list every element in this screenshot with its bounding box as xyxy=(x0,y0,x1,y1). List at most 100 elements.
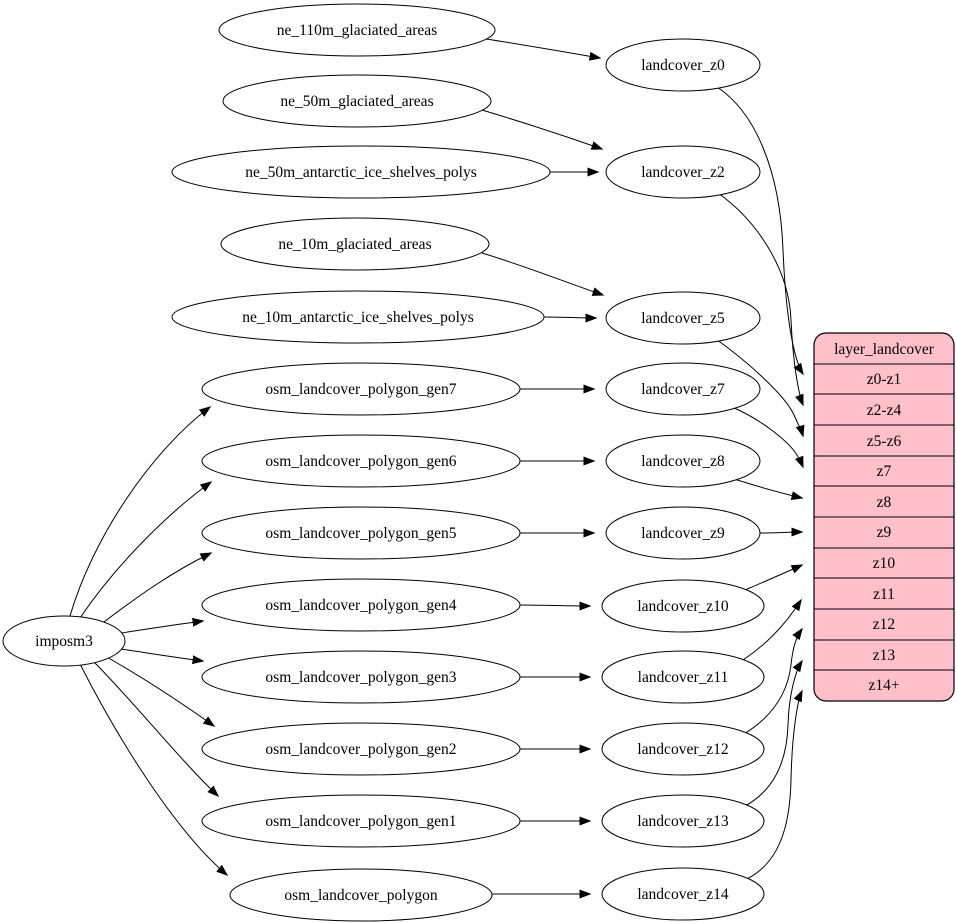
node-ellipse xyxy=(605,145,761,199)
node-ne-50m-antarctic-ice-shelves-polys: ne_50m_antarctic_ice_shelves_polys xyxy=(171,145,551,199)
node-label: landcover_z8 xyxy=(641,453,725,470)
node-ellipse xyxy=(171,145,551,199)
record-row-label-z11: z11 xyxy=(873,586,895,603)
node-label: ne_10m_antarctic_ice_shelves_polys xyxy=(242,309,474,326)
edge-landcover-z7-to-row-z7 xyxy=(731,406,804,469)
edge-imposm3-to-osm-landcover-polygon-gen2 xyxy=(104,655,216,727)
node-label: ne_50m_antarctic_ice_shelves_polys xyxy=(245,164,477,181)
node-ellipse xyxy=(605,506,761,560)
record-title: layer_landcover xyxy=(834,341,935,358)
edge-landcover-z12-to-row-z12 xyxy=(743,627,803,735)
node-ne-10m-glaciated-areas: ne_10m_glaciated_areas xyxy=(220,217,490,271)
node-label: landcover_z11 xyxy=(638,669,729,686)
record-row-label-z10: z10 xyxy=(873,555,896,572)
node-osm-landcover-polygon-gen5: osm_landcover_polygon_gen5 xyxy=(201,506,521,560)
record-row-label-z13: z13 xyxy=(873,647,896,664)
node-osm-landcover-polygon-gen1: osm_landcover_polygon_gen1 xyxy=(201,794,521,848)
node-osm-landcover-polygon-gen2: osm_landcover_polygon_gen2 xyxy=(201,722,521,776)
record-row-label-z5-z6: z5-z6 xyxy=(867,433,902,450)
node-ne-10m-antarctic-ice-shelves-polys: ne_10m_antarctic_ice_shelves_polys xyxy=(171,290,545,344)
node-label: ne_50m_glaciated_areas xyxy=(280,93,433,110)
node-landcover-z14: landcover_z14 xyxy=(601,867,765,921)
node-landcover-z9: landcover_z9 xyxy=(605,506,761,560)
edge-imposm3-to-osm-landcover-polygon-gen3 xyxy=(120,648,205,665)
edge-ne-110m-glaciated-areas-to-landcover-z0 xyxy=(485,38,602,61)
edge-imposm3-to-osm-landcover-polygon-gen5 xyxy=(99,552,213,626)
edge-landcover-z9-to-row-z9 xyxy=(759,527,804,537)
node-landcover-z7: landcover_z7 xyxy=(605,362,761,416)
record-row-label-z0-z1: z0-z1 xyxy=(867,371,901,388)
node-label: ne_110m_glaciated_areas xyxy=(277,22,437,39)
node-osm-landcover-polygon: osm_landcover_polygon xyxy=(229,868,493,922)
node-label: osm_landcover_polygon_gen7 xyxy=(265,381,456,398)
node-osm-landcover-polygon-gen4: osm_landcover_polygon_gen4 xyxy=(201,578,521,632)
node-label: imposm3 xyxy=(35,633,93,650)
node-landcover-z2: landcover_z2 xyxy=(605,145,761,199)
node-landcover-z11: landcover_z11 xyxy=(601,650,765,704)
node-osm-landcover-polygon-gen6: osm_landcover_polygon_gen6 xyxy=(201,434,521,488)
edge-imposm3-to-osm-landcover-polygon-gen7 xyxy=(69,406,212,617)
edge-layer xyxy=(69,38,805,899)
node-label: osm_landcover_polygon_gen6 xyxy=(265,453,456,470)
node-osm-landcover-polygon-gen7: osm_landcover_polygon_gen7 xyxy=(201,362,521,416)
node-ellipse xyxy=(201,362,521,416)
node-landcover-z10: landcover_z10 xyxy=(601,579,765,633)
node-ellipse xyxy=(171,290,545,344)
edge-landcover-z8-to-row-z8 xyxy=(730,477,804,500)
node-label: landcover_z0 xyxy=(641,57,725,74)
node-ellipse xyxy=(201,650,521,704)
node-landcover-z0: landcover_z0 xyxy=(605,38,761,92)
node-ellipse xyxy=(229,868,493,922)
node-ellipse xyxy=(201,506,521,560)
node-label: osm_landcover_polygon_gen4 xyxy=(265,597,456,614)
edge-imposm3-to-osm-landcover-polygon-gen1 xyxy=(92,660,220,798)
node-landcover-z12: landcover_z12 xyxy=(601,722,765,776)
edge-ne-10m-glaciated-areas-to-landcover-z5 xyxy=(481,252,605,296)
node-osm-landcover-polygon-gen3: osm_landcover_polygon_gen3 xyxy=(201,650,521,704)
node-label: landcover_z5 xyxy=(641,310,725,327)
node-ellipse xyxy=(201,722,521,776)
node-label: osm_landcover_polygon_gen5 xyxy=(265,525,456,542)
edge-landcover-z0-to-row-z0-z1 xyxy=(716,86,804,376)
node-label: landcover_z13 xyxy=(637,813,728,830)
node-ellipse xyxy=(201,434,521,488)
node-ellipse xyxy=(201,578,521,632)
node-label: osm_landcover_polygon_gen3 xyxy=(265,669,456,686)
edge-landcover-z10-to-row-z10 xyxy=(744,564,804,591)
record-row-label-z7: z7 xyxy=(877,463,892,480)
node-ellipse xyxy=(220,217,490,271)
node-label: osm_landcover_polygon_gen1 xyxy=(265,813,456,830)
record-row-label-z14-plus: z14+ xyxy=(868,677,899,694)
node-label: landcover_z7 xyxy=(641,381,725,398)
edge-imposm3-to-osm-landcover-polygon-gen6 xyxy=(79,481,213,619)
edge-landcover-z13-to-row-z13 xyxy=(744,659,803,807)
node-ellipse xyxy=(605,362,761,416)
node-label: landcover_z9 xyxy=(641,525,725,542)
record-row-label-z8: z8 xyxy=(877,494,892,511)
edge-landcover-z11-to-row-z11 xyxy=(742,598,802,661)
node-ellipse xyxy=(601,867,765,921)
node-ne-110m-glaciated-areas: ne_110m_glaciated_areas xyxy=(218,3,496,57)
node-ellipse xyxy=(605,291,761,345)
node-ne-50m-glaciated-areas: ne_50m_glaciated_areas xyxy=(222,74,492,128)
node-ellipse xyxy=(201,794,521,848)
record-row-label-z12: z12 xyxy=(873,616,895,633)
node-ellipse xyxy=(601,722,765,776)
node-ellipse xyxy=(605,434,761,488)
node-ellipse xyxy=(601,650,765,704)
node-label: osm_landcover_polygon_gen2 xyxy=(265,741,456,758)
record-row-label-z9: z9 xyxy=(877,524,892,541)
node-label: landcover_z2 xyxy=(641,164,725,181)
node-label: ne_10m_glaciated_areas xyxy=(278,236,431,253)
edge-imposm3-to-osm-landcover-polygon xyxy=(79,663,229,876)
node-label: landcover_z10 xyxy=(637,598,728,615)
edge-ne-10m-antarctic-ice-shelves-polys-to-landcover-z5 xyxy=(543,313,598,323)
node-ellipse xyxy=(218,3,496,57)
node-label: landcover_z14 xyxy=(637,886,728,903)
node-ellipse xyxy=(605,38,761,92)
edge-landcover-z14-to-row-z14-plus xyxy=(746,689,803,880)
node-imposm3: imposm3 xyxy=(2,615,126,667)
node-landcover-z8: landcover_z8 xyxy=(605,434,761,488)
